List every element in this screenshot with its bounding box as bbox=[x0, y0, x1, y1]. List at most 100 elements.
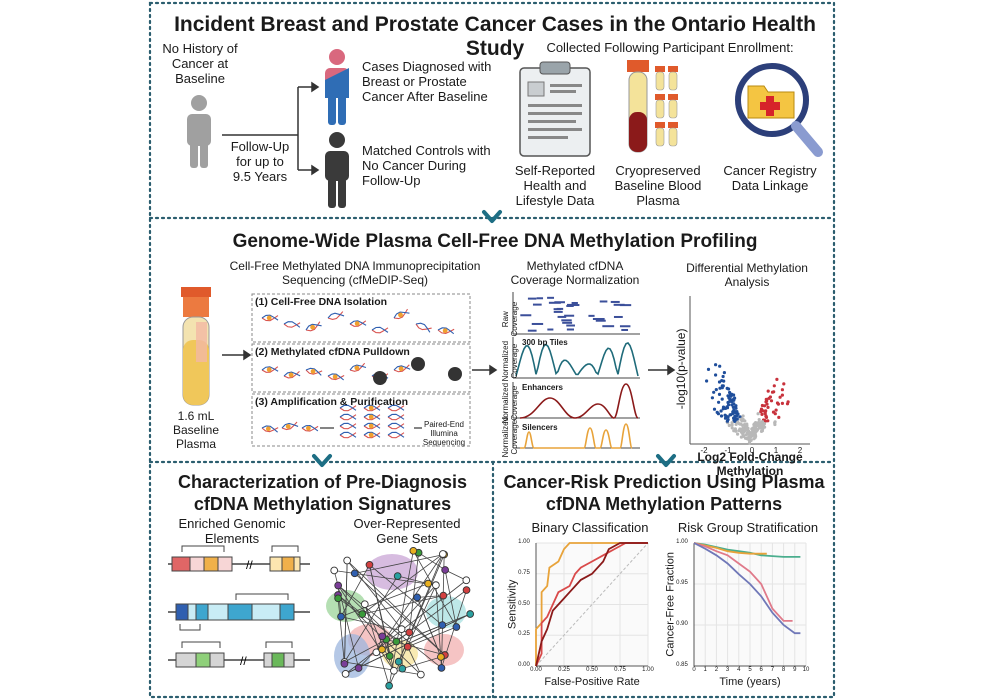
km-xtick: 7 bbox=[770, 667, 775, 673]
dna-strand-icon bbox=[281, 421, 299, 431]
roc-ytick: 0.75 bbox=[518, 569, 530, 576]
volcano-point bbox=[733, 411, 738, 415]
read-mark bbox=[531, 322, 544, 325]
roc-ylabel: Sensitivity bbox=[506, 579, 519, 629]
dna-strand-icon bbox=[349, 320, 367, 327]
network-node bbox=[334, 581, 343, 590]
volcano-point bbox=[734, 404, 738, 408]
network-node bbox=[409, 546, 418, 555]
section4-title: Cancer-Risk Prediction Using Plasma cfDN… bbox=[503, 472, 825, 514]
dna-illustrations bbox=[261, 308, 462, 439]
dna-strand-icon bbox=[363, 431, 381, 439]
network-edge bbox=[407, 646, 422, 675]
coverage-heading: Methylated cfDNA Coverage Normalization bbox=[510, 259, 640, 287]
binary-label: Binary Classification bbox=[531, 520, 649, 535]
blood-tubes-icon bbox=[627, 60, 678, 153]
dna-strand-icon bbox=[363, 422, 381, 430]
km-ytick: 0.85 bbox=[676, 662, 688, 668]
volcano-point bbox=[717, 400, 721, 404]
dna-strand-icon bbox=[363, 413, 381, 421]
section1-title: Incident Breast and Prostate Cancer Case… bbox=[174, 13, 816, 61]
volcano-plot bbox=[689, 296, 810, 445]
network-node bbox=[385, 681, 393, 690]
read-mark bbox=[571, 301, 578, 304]
roc-xtick: 1.00 bbox=[642, 667, 654, 673]
km-xlabel: Time (years) bbox=[719, 676, 781, 688]
read-mark bbox=[602, 325, 615, 328]
volcano-point bbox=[751, 430, 755, 434]
chevron-down-icon bbox=[656, 454, 676, 467]
chevron-down-icon bbox=[482, 210, 502, 223]
read-mark bbox=[566, 328, 574, 331]
network-node bbox=[413, 593, 421, 602]
km-xtick: 2 bbox=[714, 667, 719, 673]
arrow-to-volcano bbox=[648, 364, 676, 376]
volcano-point bbox=[739, 417, 743, 421]
km-xtick: 8 bbox=[781, 667, 786, 673]
dna-strand-icon bbox=[387, 431, 405, 439]
read-mark bbox=[592, 317, 605, 320]
roc-ytick: 0.00 bbox=[518, 662, 530, 668]
volcano-point bbox=[754, 434, 758, 438]
dna-strand-icon bbox=[339, 431, 357, 439]
volcano-point bbox=[712, 407, 717, 411]
dna-strand-icon bbox=[363, 404, 381, 412]
network-node bbox=[393, 572, 402, 580]
silencers-panel bbox=[512, 422, 640, 449]
volcano-point bbox=[737, 422, 741, 426]
step-2-box bbox=[251, 343, 471, 393]
roc-xtick: 0.00 bbox=[530, 667, 542, 673]
controls-label: Matched Controls with No Cancer During F… bbox=[362, 143, 491, 188]
volcano-point bbox=[710, 396, 715, 400]
volcano-point bbox=[730, 423, 734, 427]
volcano-point bbox=[714, 363, 718, 367]
km-xtick: 4 bbox=[737, 667, 741, 673]
volcano-point bbox=[741, 431, 745, 435]
volcano-point bbox=[733, 427, 737, 431]
volcano-xtick-3: 0 bbox=[749, 446, 755, 455]
network-node bbox=[403, 642, 412, 651]
network-edge bbox=[344, 661, 421, 675]
volcano-point bbox=[744, 427, 748, 432]
tiles-title: 300 bp Tiles bbox=[522, 338, 568, 347]
dna-strand-icon bbox=[339, 413, 357, 421]
overrep-label: Over-Represented Gene Sets bbox=[353, 516, 461, 546]
coverage-ylabel-raw: Raw Coverage bbox=[500, 301, 519, 337]
network-edge bbox=[407, 626, 457, 648]
dna-strand-icon bbox=[327, 373, 345, 381]
dna-strand-icon bbox=[305, 367, 323, 376]
network-node bbox=[405, 628, 414, 637]
network-node bbox=[424, 579, 433, 588]
arrow-to-coverage bbox=[472, 364, 498, 376]
volcano-point bbox=[777, 415, 781, 419]
svg-text://: // bbox=[240, 654, 247, 668]
km-xtick: 9 bbox=[793, 667, 797, 673]
enriched-label: Enriched Genomic Elements bbox=[178, 516, 286, 546]
volcano-point bbox=[714, 388, 718, 392]
volcano-point bbox=[730, 403, 734, 407]
roc-series-3-line bbox=[535, 542, 648, 667]
step-1-label: (1) Cell-Free DNA Isolation bbox=[255, 296, 388, 308]
read-mark bbox=[527, 297, 537, 300]
network-node bbox=[462, 586, 471, 594]
dna-strand-icon bbox=[261, 314, 279, 322]
step-1-box bbox=[251, 293, 471, 343]
read-mark bbox=[619, 304, 632, 307]
network-edge bbox=[337, 594, 363, 615]
network-edge bbox=[418, 552, 446, 571]
volcano-point bbox=[760, 412, 764, 416]
read-mark bbox=[599, 300, 608, 303]
volcano-point bbox=[719, 409, 723, 413]
km-series-3-line bbox=[693, 542, 793, 622]
volcano-point bbox=[759, 429, 764, 433]
volcano-xtick-2: -1 bbox=[724, 446, 732, 455]
volcano-point bbox=[738, 415, 742, 419]
followup-label: Follow-Up for up to 9.5 Years bbox=[230, 139, 290, 184]
read-mark bbox=[610, 300, 620, 303]
volcano-point bbox=[763, 409, 767, 413]
volcano-point bbox=[746, 431, 750, 435]
volcano-point bbox=[752, 422, 757, 426]
network-node bbox=[438, 621, 447, 629]
volcano-point bbox=[780, 388, 785, 392]
